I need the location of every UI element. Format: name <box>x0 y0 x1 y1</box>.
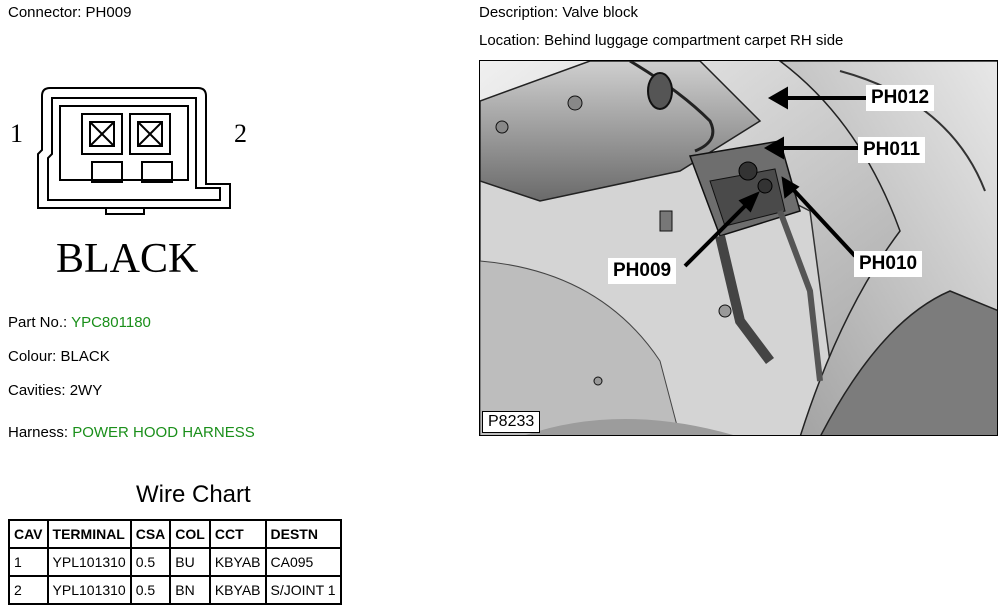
pin-1-label: 1 <box>10 119 23 148</box>
wire-chart-table: CAV TERMINAL CSA COL CCT DESTN 1 YPL1013… <box>8 519 342 605</box>
location-label: Location: <box>479 32 540 49</box>
table-row: 2 YPL101310 0.5 BN KBYAB S/JOINT 1 <box>8 575 342 605</box>
table-cell: YPL101310 <box>46 575 132 605</box>
table-cell: BN <box>169 575 211 605</box>
photo-reference-label: P8233 <box>482 411 541 433</box>
connector-heading: Connector: PH009 <box>8 4 131 21</box>
column-header: COL <box>169 519 211 549</box>
location-line: Location: Behind luggage compartment car… <box>479 32 843 49</box>
table-cell: CA095 <box>264 547 342 577</box>
table-row: 1 YPL101310 0.5 BU KBYAB CA095 <box>8 547 342 577</box>
description-label: Description: <box>479 4 559 21</box>
harness-link[interactable]: POWER HOOD HARNESS <box>72 424 255 441</box>
colour-label: Colour: <box>8 348 57 365</box>
table-cell: S/JOINT 1 <box>264 575 342 605</box>
table-cell: YPL101310 <box>46 547 132 577</box>
wire-chart-title: Wire Chart <box>136 481 251 508</box>
connector-id: PH009 <box>85 4 132 21</box>
vehicle-interior-illustration <box>480 61 997 435</box>
table-header-row: CAV TERMINAL CSA COL CCT DESTN <box>8 519 342 549</box>
callout-ph009: PH009 <box>608 258 677 284</box>
table-cell: 0.5 <box>129 547 172 577</box>
harness-label: Harness: <box>8 424 69 441</box>
column-header: TERMINAL <box>46 519 132 549</box>
column-header: DESTN <box>264 519 342 549</box>
location-value: Behind luggage compartment carpet RH sid… <box>544 32 844 49</box>
table-cell: 1 <box>8 547 49 577</box>
colour-line: Colour: BLACK <box>8 348 110 365</box>
harness-line: Harness: POWER HOOD HARNESS <box>8 424 255 441</box>
callout-ph010: PH010 <box>854 251 923 277</box>
table-cell: 2 <box>8 575 49 605</box>
description-line: Description: Valve block <box>479 4 638 21</box>
table-cell: 0.5 <box>129 575 172 605</box>
colour-value: BLACK <box>60 348 110 365</box>
connector-label: Connector: <box>8 4 82 21</box>
cavities-value: 2WY <box>69 382 103 399</box>
location-photo: PH012 PH011 PH009 PH010 P8233 <box>479 60 998 436</box>
part-number-label: Part No.: <box>8 314 68 331</box>
cavities-line: Cavities: 2WY <box>8 382 102 399</box>
part-number-link[interactable]: YPC801180 <box>71 314 151 331</box>
pin-2-label: 2 <box>234 119 247 148</box>
description-value: Valve block <box>562 4 638 21</box>
connector-color-label: BLACK <box>56 236 198 282</box>
cavities-label: Cavities: <box>8 382 66 399</box>
table-cell: BU <box>169 547 211 577</box>
connector-face-diagram: 1 2 BLACK <box>10 87 247 282</box>
callout-ph011: PH011 <box>858 137 926 163</box>
table-cell: KBYAB <box>208 547 267 577</box>
column-header: CAV <box>8 519 49 549</box>
column-header: CCT <box>208 519 267 549</box>
callout-ph012: PH012 <box>866 85 935 111</box>
column-header: CSA <box>129 519 172 549</box>
table-cell: KBYAB <box>208 575 267 605</box>
part-number-line: Part No.: YPC801180 <box>8 314 151 331</box>
